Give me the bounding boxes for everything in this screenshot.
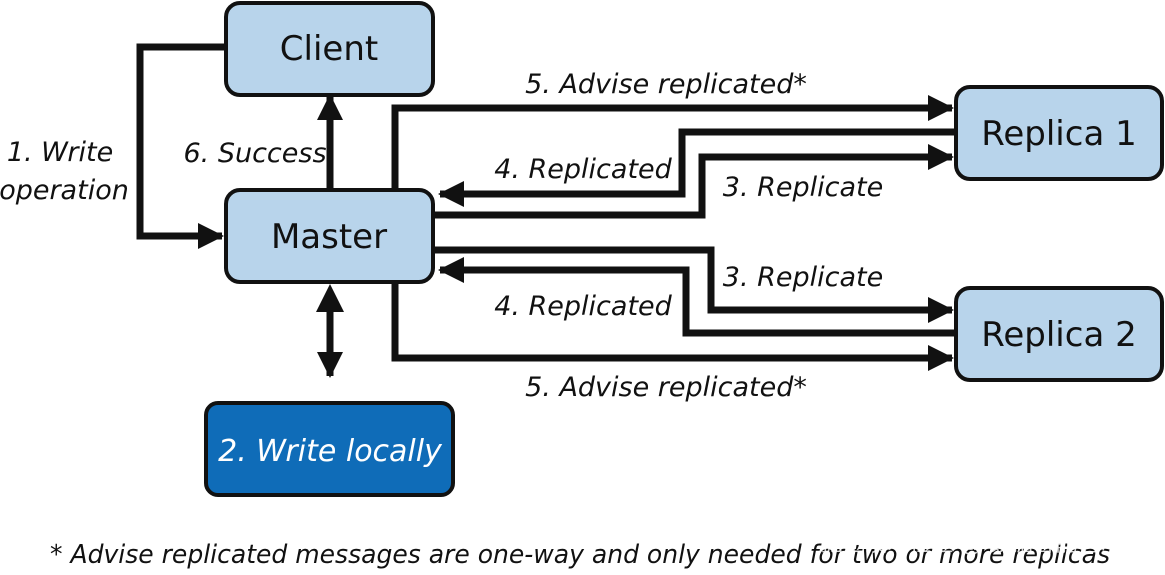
arrow-write-operation	[136, 43, 226, 249]
arrow-replicated-replica2	[438, 257, 956, 337]
label-replicated-bottom: 4. Replicated	[494, 291, 672, 322]
replica-2-label: Replica 2	[981, 315, 1136, 355]
node-client: Client	[224, 1, 435, 97]
label-replicate-bottom: 3. Replicate	[723, 262, 883, 293]
node-replica-2: Replica 2	[954, 286, 1164, 382]
replica-1-label: Replica 1	[981, 114, 1136, 154]
label-advise-top: 5. Advise replicated*	[525, 69, 807, 100]
label-advise-bottom: 5. Advise replicated*	[525, 372, 807, 403]
watermark: 掘金技术社区 @ 数据智能老司机	[821, 532, 1143, 557]
node-write-locally: 2. Write locally	[204, 401, 455, 497]
node-replica-1: Replica 1	[954, 85, 1164, 181]
label-replicate-top: 3. Replicate	[723, 172, 883, 203]
label-replicated-top: 4. Replicated	[494, 154, 672, 185]
connectors	[136, 43, 956, 378]
client-label: Client	[280, 29, 378, 69]
label-write-operation-2: operation	[0, 175, 129, 206]
footnote: * Advise replicated messages are one-way…	[50, 540, 1110, 570]
arrow-replicated-replica1	[438, 128, 956, 207]
write-locally-label: 2. Write locally	[218, 434, 443, 469]
label-success: 6. Success	[183, 138, 326, 169]
arrowhead-write-locally-up	[316, 284, 344, 312]
master-label: Master	[271, 217, 387, 257]
arrow-advise-replica1	[391, 95, 954, 190]
arrow-advise-replica2	[391, 284, 954, 371]
arrow-replicate-replica2	[434, 246, 954, 323]
arrow-replicate-replica1	[434, 144, 954, 219]
label-write-operation-1: 1. Write	[7, 137, 113, 168]
node-master: Master	[224, 188, 435, 284]
